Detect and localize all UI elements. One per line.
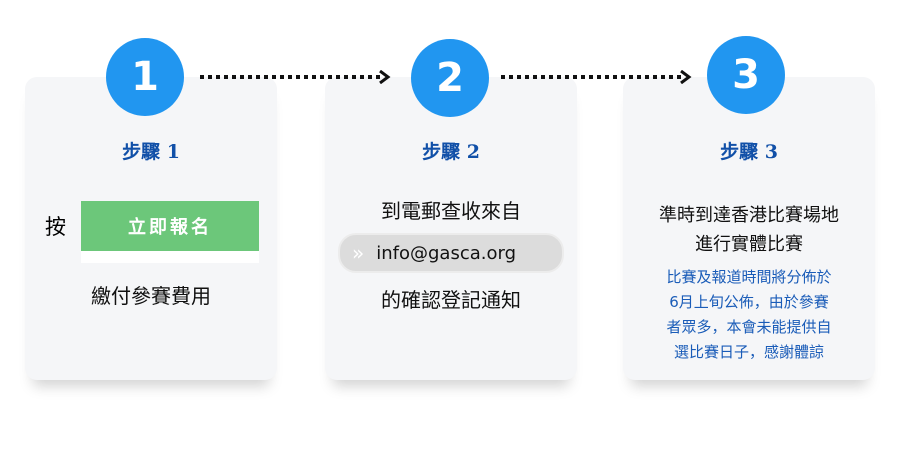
step-2-card: 步驟 2 到電郵查收來自 » info@gasca.org 的確認登記通知 xyxy=(325,77,577,380)
step-text-1: 準時到達香港比賽場地 xyxy=(659,205,839,226)
step-text-1: 到電郵查收來自 xyxy=(381,199,521,223)
step-3-card: 步驟 3 準時到達香港比賽場地 進行實體比賽 比賽及報道時間將分佈於 6月上旬公… xyxy=(623,77,875,380)
step-note: 比賽及報道時間將分佈於 6月上旬公佈，由於參賽 者眾多，本會未能提供自 選比賽日… xyxy=(623,265,875,365)
note-line: 比賽及報道時間將分佈於 xyxy=(666,268,832,286)
step-text: 繳付參賽費用 xyxy=(91,284,211,308)
step-3-number-circle: 3 xyxy=(707,36,785,114)
note-line: 選比賽日子，感謝體諒 xyxy=(673,343,824,361)
step-2-number-circle: 2 xyxy=(411,39,489,117)
step-text-2: 的確認登記通知 xyxy=(381,288,521,312)
email-pill[interactable]: » info@gasca.org xyxy=(338,233,564,273)
register-button[interactable]: 立即報名 xyxy=(81,201,259,251)
step-title: 步驟 1 xyxy=(122,141,180,163)
email-address: info@gasca.org xyxy=(376,242,517,264)
chevron-double-right-icon: » xyxy=(352,241,365,265)
step-title: 步驟 2 xyxy=(422,141,480,163)
dotted-arrow-icon xyxy=(200,70,391,84)
press-label: 按 xyxy=(45,215,66,239)
step-1-card: 步驟 1 按 立即報名 繳付參賽費用 xyxy=(25,77,277,380)
register-button-label: 立即報名 xyxy=(128,217,212,238)
note-line: 6月上旬公佈，由於參賽 xyxy=(669,293,829,311)
dotted-arrow-icon xyxy=(501,70,692,84)
step-title: 步驟 3 xyxy=(720,141,778,163)
step-1-number-circle: 1 xyxy=(106,38,184,116)
note-line: 者眾多，本會未能提供自 xyxy=(666,318,832,336)
step-text-2: 進行實體比賽 xyxy=(695,234,803,255)
